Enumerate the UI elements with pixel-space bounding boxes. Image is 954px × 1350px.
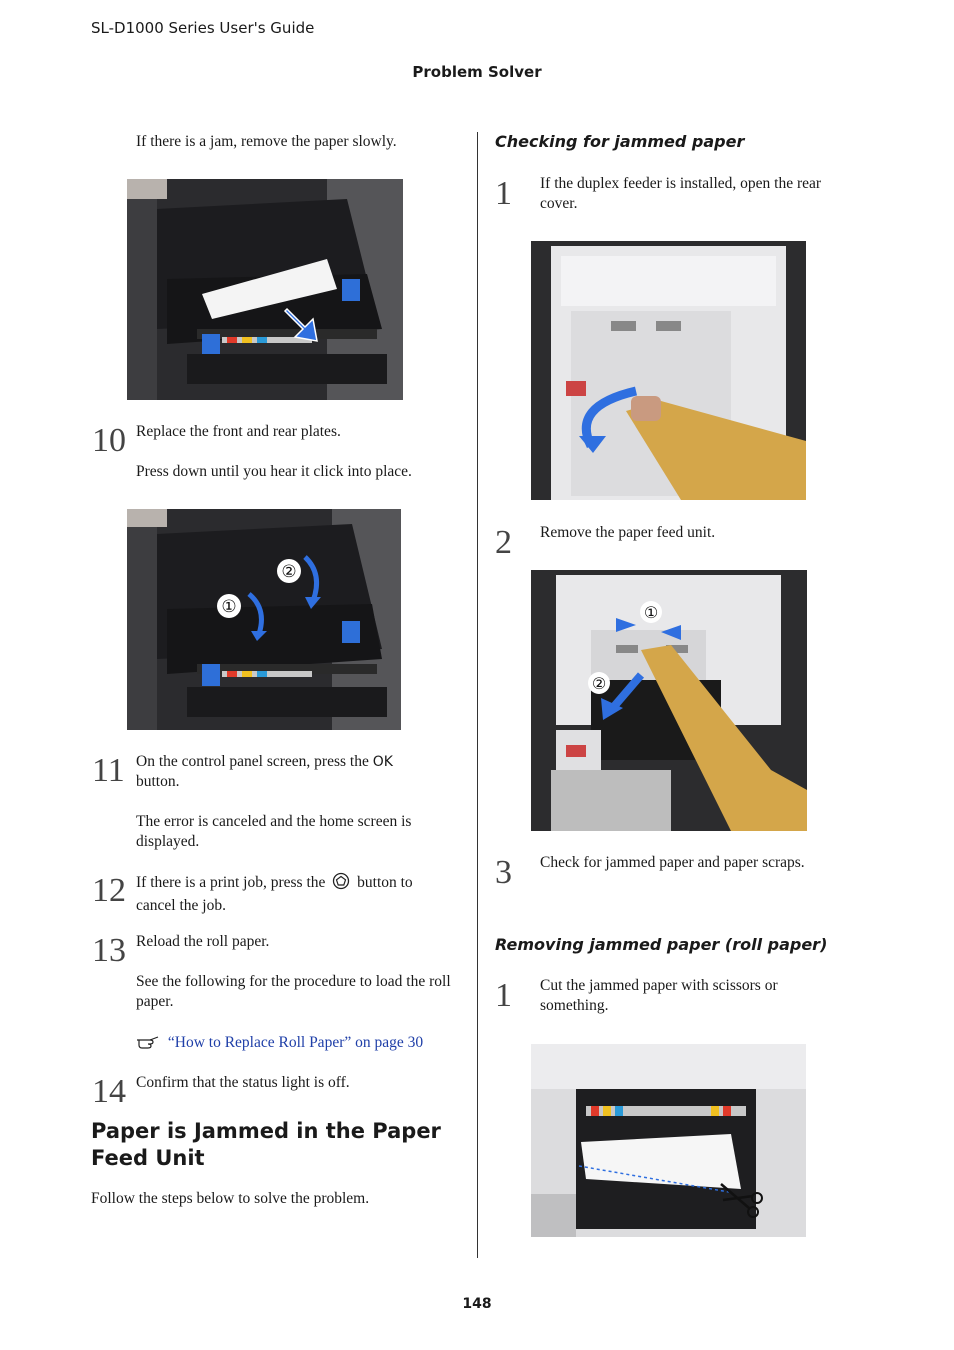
step-number: 11 <box>92 752 125 789</box>
column-divider <box>477 132 478 1258</box>
intro-text: Follow the steps below to solve the prob… <box>91 1190 370 1207</box>
step-number: 13 <box>92 932 126 969</box>
callout-2: ② <box>281 562 296 582</box>
step-number: 2 <box>495 524 512 561</box>
photo-open-rear-cover <box>531 241 806 500</box>
step-text-part: button to cancel the job. <box>136 874 413 914</box>
step-subtext: See the following for the procedure to l… <box>136 973 451 1010</box>
callout-2: ② <box>592 674 606 693</box>
step-number: 12 <box>92 872 126 909</box>
guide-title: SL-D1000 Series User's Guide <box>91 19 315 37</box>
link-roll-paper[interactable]: “How to Replace Roll Paper” on page 30 <box>167 1034 424 1051</box>
step-subtext: Press down until you hear it click into … <box>136 463 412 480</box>
step-text: If there is a print job, press the butto… <box>136 872 456 916</box>
step-text: Remove the paper feed unit. <box>540 524 716 541</box>
step-number: 10 <box>92 422 126 459</box>
photo-remove-feed-unit: ① ② <box>531 570 807 831</box>
step-text: Replace the front and rear plates. <box>136 423 341 440</box>
callout-1: ① <box>644 603 658 622</box>
step-number: 3 <box>495 854 512 891</box>
section-heading: Paper is Jammed in the Paper Feed Unit <box>91 1119 441 1170</box>
step-number: 14 <box>92 1073 126 1110</box>
photo-replace-plates: ① ② <box>127 509 401 730</box>
step-subtext: The error is canceled and the home scree… <box>136 813 412 850</box>
step-text: Reload the roll paper. <box>136 933 270 950</box>
jam-note: If there is a jam, remove the paper slow… <box>136 133 397 150</box>
subheading-checking: Checking for jammed paper <box>495 132 745 151</box>
step-text: Cut the jammed paper with scissors or so… <box>540 977 778 1014</box>
step-text: Check for jammed paper and paper scraps. <box>540 854 805 871</box>
step-text: On the control panel screen, press the O… <box>136 752 456 792</box>
ok-button-label: OK <box>372 754 393 770</box>
photo-cut-jammed-paper <box>531 1044 806 1237</box>
page-number: 148 <box>462 1296 492 1312</box>
step-text-part: button. <box>136 773 180 790</box>
step-text-part: If there is a print job, press the <box>136 874 326 891</box>
step-number: 1 <box>495 977 512 1014</box>
callout-1: ① <box>221 597 236 617</box>
step-number: 1 <box>495 175 512 212</box>
stop-icon <box>332 872 350 896</box>
subheading-removing: Removing jammed paper (roll paper) <box>495 935 828 954</box>
step-text-part: On the control panel screen, press the <box>136 753 369 770</box>
pointing-hand-icon <box>136 1034 160 1056</box>
photo-remove-jammed-paper <box>127 179 403 400</box>
section-title: Problem Solver <box>412 63 542 81</box>
step-text: If the duplex feeder is installed, open … <box>540 175 822 212</box>
step-text: Confirm that the status light is off. <box>136 1074 350 1091</box>
cross-reference[interactable]: “How to Replace Roll Paper” on page 30 <box>136 1033 423 1056</box>
